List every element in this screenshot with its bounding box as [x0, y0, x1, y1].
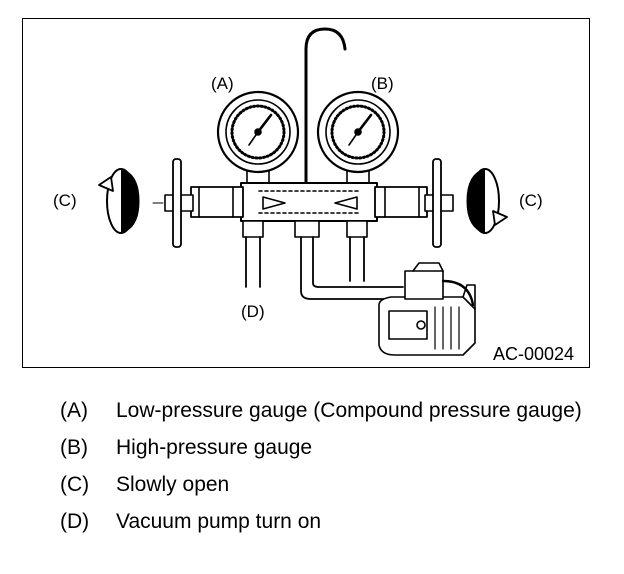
rotation-arrow-icon [98, 168, 140, 234]
legend-text: Vacuum pump turn on [116, 510, 322, 533]
callout-c-left: (C) [53, 191, 77, 210]
callout-d: (D) [241, 302, 265, 321]
manifold-icon [190, 182, 428, 300]
legend-key: (D) [60, 510, 90, 533]
legend-key: (A) [60, 399, 88, 422]
callout-a: (A) [211, 74, 234, 93]
high-pressure-gauge-icon [316, 90, 400, 186]
legend-text: Low-pressure gauge (Compound pressure ga… [116, 399, 582, 422]
legend-text: High-pressure gauge [116, 436, 313, 459]
legend-key: (B) [60, 436, 88, 459]
legend-text: Slowly open [116, 473, 230, 496]
hanger-hook-icon [304, 27, 347, 193]
manifold-illustration [98, 27, 508, 356]
valve-knob-icon [164, 158, 194, 248]
callout-b: (B) [371, 74, 394, 93]
figure-code: AC-00024 [493, 344, 575, 364]
low-pressure-gauge-icon [216, 90, 300, 186]
manifold-gauge-figure: (A) (B) (C) (C) (D) AC-00024 [22, 18, 590, 368]
legend-item: (A) Low-pressure gauge (Compound pressur… [60, 396, 600, 426]
legend-key: (C) [60, 473, 90, 496]
legend: (A) Low-pressure gauge (Compound pressur… [60, 396, 600, 544]
rotation-arrow-icon [466, 168, 508, 234]
legend-item: (C) Slowly open [60, 470, 600, 500]
valve-knob-icon [424, 158, 454, 248]
callout-c-right: (C) [519, 191, 543, 210]
legend-item: (B) High-pressure gauge [60, 433, 600, 463]
legend-item: (D) Vacuum pump turn on [60, 507, 600, 537]
vacuum-pump-icon [378, 262, 476, 356]
